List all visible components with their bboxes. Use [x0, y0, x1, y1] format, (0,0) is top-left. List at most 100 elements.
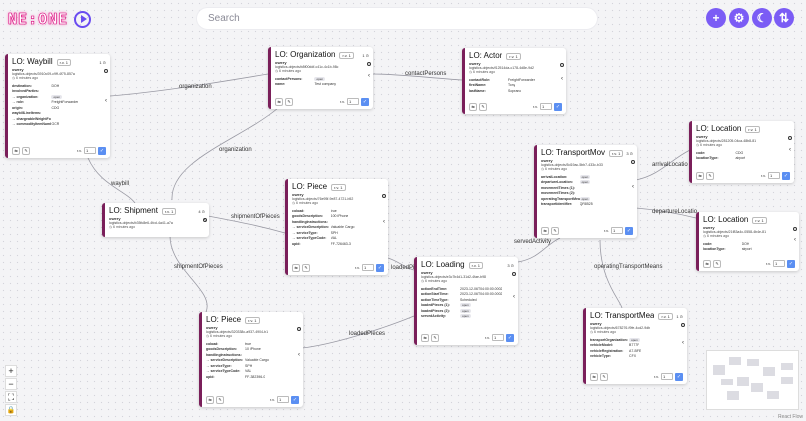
fit-view-button[interactable]: ⛶	[5, 391, 17, 403]
handle-circle-icon[interactable]	[367, 62, 371, 66]
edit-icon[interactable]: ✎	[285, 97, 293, 106]
open-link-badge[interactable]: open	[460, 308, 471, 313]
collapse-chevron-icon[interactable]: ‹	[561, 75, 563, 82]
handle-circle-icon[interactable]	[297, 327, 301, 331]
theme-toggle-button[interactable]: ☾	[752, 8, 772, 28]
edit-icon[interactable]: ✎	[713, 259, 721, 268]
handle-circle-icon[interactable]	[788, 136, 792, 140]
version-input[interactable]: 1	[773, 260, 785, 267]
share-icon[interactable]: ⇆	[541, 226, 549, 235]
version-input[interactable]: 1	[540, 103, 552, 110]
property-value: FF-382396-0	[245, 374, 266, 379]
node-owner: owery	[421, 270, 433, 275]
apply-version-button[interactable]: ✓	[376, 263, 384, 272]
edit-icon[interactable]: ✎	[302, 263, 310, 272]
apply-version-button[interactable]: ✓	[554, 102, 562, 111]
edit-icon[interactable]: ✎	[551, 226, 559, 235]
edge-label-operating-transport-means: operatingTransportMeans	[594, 264, 663, 270]
open-link-badge[interactable]: open	[579, 174, 591, 179]
zoom-out-button[interactable]: −	[5, 378, 17, 390]
zoom-in-button[interactable]: +	[5, 365, 17, 377]
apply-version-button[interactable]: ✓	[361, 97, 369, 106]
open-link-badge[interactable]: open	[579, 180, 591, 185]
collapse-chevron-icon[interactable]: ‹	[204, 217, 206, 224]
version-input[interactable]: 1	[84, 147, 96, 154]
version-input[interactable]: 1	[492, 334, 504, 341]
collapse-chevron-icon[interactable]: ‹	[513, 293, 515, 300]
search-input[interactable]: Search	[196, 7, 598, 30]
plus-button[interactable]: +	[706, 8, 726, 28]
apply-version-button[interactable]: ✓	[675, 372, 683, 381]
collapse-chevron-icon[interactable]: ‹	[632, 184, 634, 191]
handle-circle-icon[interactable]	[560, 63, 564, 67]
collapse-chevron-icon[interactable]: ‹	[794, 236, 796, 243]
attribution[interactable]: React Flow	[777, 414, 803, 420]
edit-icon[interactable]: ✎	[706, 171, 714, 180]
handle-circle-icon[interactable]	[681, 323, 685, 327]
apply-version-button[interactable]: ✓	[625, 226, 633, 235]
edit-icon[interactable]: ✎	[479, 102, 487, 111]
version-input[interactable]: 1	[611, 227, 623, 234]
lock-button[interactable]: 🔒	[5, 404, 17, 416]
apply-version-button[interactable]: ✓	[787, 259, 795, 268]
collapse-chevron-icon[interactable]: ‹	[682, 339, 684, 346]
share-icon[interactable]: ⇆	[703, 259, 711, 268]
open-link-badge[interactable]: open	[314, 76, 326, 81]
share-icon[interactable]: ⇆	[206, 395, 214, 404]
version-label: r.v.	[653, 374, 659, 379]
share-icon[interactable]: ⇆	[421, 333, 429, 342]
share-icon[interactable]: ⇆	[469, 102, 477, 111]
app-logo[interactable]: NE:ONE	[8, 9, 92, 29]
handle-circle-icon[interactable]	[104, 69, 108, 73]
edit-icon[interactable]: ✎	[216, 395, 224, 404]
share-icon[interactable]: ⇆	[12, 146, 20, 155]
version-input[interactable]: 1	[362, 264, 374, 271]
apply-version-button[interactable]: ✓	[506, 333, 514, 342]
open-link-badge[interactable]: open	[460, 303, 471, 308]
collapse-chevron-icon[interactable]: ‹	[298, 351, 300, 358]
collapse-chevron-icon[interactable]: ‹	[789, 147, 791, 154]
settings-button[interactable]: ⚙	[729, 8, 749, 28]
version-input[interactable]: 1	[768, 172, 780, 179]
version-input[interactable]: 1	[277, 396, 289, 403]
handle-circle-icon[interactable]	[382, 194, 386, 198]
sort-button[interactable]: ⇅	[774, 8, 794, 28]
open-link-badge[interactable]: open	[51, 94, 63, 99]
apply-version-button[interactable]: ✓	[98, 146, 106, 155]
share-icon[interactable]: ⇆	[275, 97, 283, 106]
handle-circle-icon[interactable]	[203, 218, 207, 222]
property-key: loadedPieces (2):	[421, 308, 450, 313]
open-link-badge[interactable]: open	[629, 337, 640, 342]
play-circle-icon[interactable]	[74, 10, 92, 28]
share-icon[interactable]: ⇆	[590, 372, 598, 381]
collapse-chevron-icon[interactable]: ‹	[105, 97, 107, 104]
edit-icon[interactable]: ✎	[600, 372, 608, 381]
open-link-badge[interactable]: open	[460, 314, 471, 319]
version-input[interactable]: 1	[347, 98, 359, 105]
collapse-chevron-icon[interactable]: ‹	[383, 219, 385, 226]
share-icon[interactable]: ⇆	[696, 171, 704, 180]
handle-circle-icon[interactable]	[631, 160, 635, 164]
version-input[interactable]: 1	[661, 373, 673, 380]
handle-circle-icon[interactable]	[793, 227, 797, 231]
minimap[interactable]	[706, 350, 799, 410]
open-link-badge[interactable]: open	[579, 196, 591, 201]
collapse-chevron-icon[interactable]: ‹	[368, 73, 370, 80]
handle-circle-icon[interactable]	[512, 272, 516, 276]
apply-version-button[interactable]: ✓	[291, 395, 299, 404]
share-icon[interactable]: ⇆	[292, 263, 300, 272]
apply-version-button[interactable]: ✓	[782, 171, 790, 180]
edit-icon[interactable]: ✎	[22, 146, 30, 155]
edit-icon[interactable]: ✎	[431, 333, 439, 342]
